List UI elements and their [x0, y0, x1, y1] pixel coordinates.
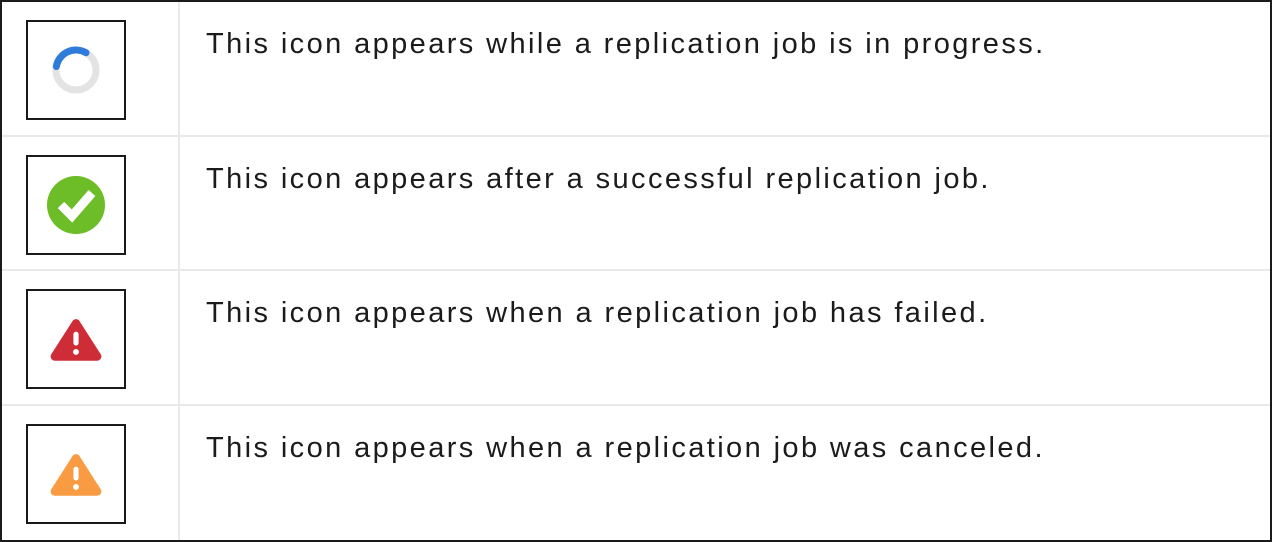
- icon-description: This icon appears when a replication job…: [180, 405, 1270, 540]
- spinner-icon-box: [26, 20, 126, 120]
- warning-triangle-icon: [50, 453, 102, 496]
- canceled-icon-box: [26, 423, 126, 524]
- icon-description: This icon appears when a replication job…: [180, 271, 1270, 406]
- failed-icon-box: [26, 289, 126, 389]
- icon-description: This icon appears while a replication jo…: [180, 2, 1270, 137]
- success-icon-box: [26, 154, 126, 255]
- spinner-icon: [52, 46, 100, 94]
- table-row-4-icon-cell: [2, 405, 180, 540]
- icon-description: This icon appears after a successful rep…: [180, 136, 1270, 271]
- error-triangle-icon: [50, 319, 102, 361]
- table-row-1-icon-cell: [2, 2, 180, 137]
- success-check-icon: [47, 175, 105, 234]
- table-row-2-icon-cell: [2, 136, 180, 271]
- table-row-3-icon-cell: [2, 271, 180, 406]
